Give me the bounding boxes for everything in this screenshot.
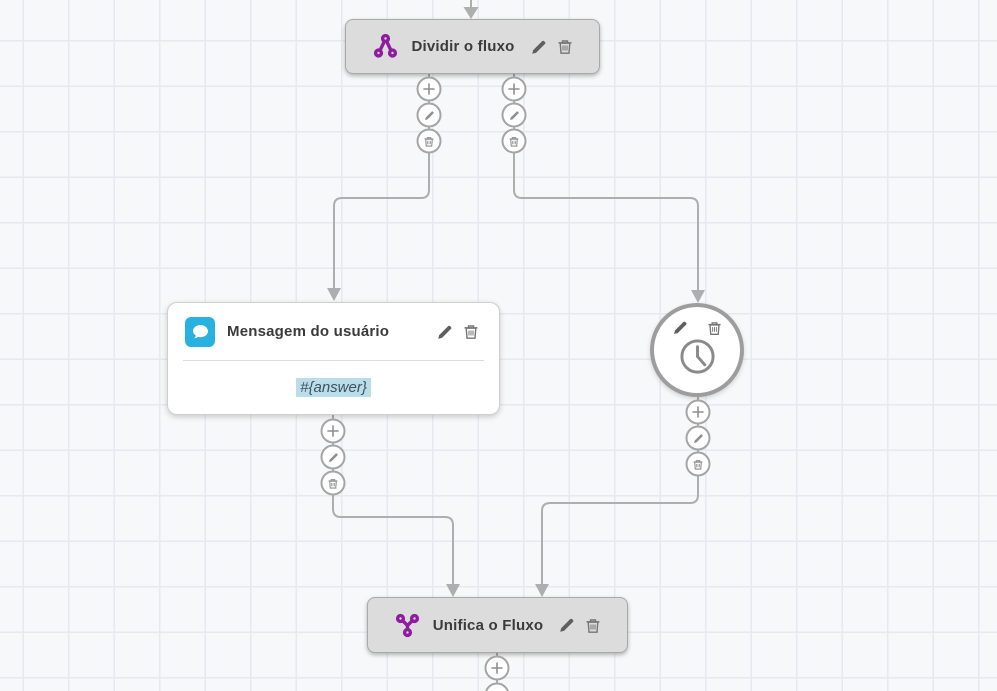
pencil-icon: [558, 616, 576, 634]
add-connection-button[interactable]: [416, 76, 442, 102]
pencil-icon: [530, 38, 548, 56]
connector-message-to-merge: [332, 415, 460, 597]
edit-node-button[interactable]: [672, 319, 689, 336]
delete-connection-button[interactable]: [320, 470, 346, 496]
trash-icon: [509, 135, 520, 147]
plus-icon: [423, 83, 436, 96]
connector-incoming-top: [463, 0, 479, 19]
trash-icon: [707, 320, 722, 336]
trash-icon: [557, 38, 573, 55]
delete-node-button[interactable]: [585, 617, 601, 634]
delete-connection-button[interactable]: [685, 451, 711, 477]
connector-split-to-message: [327, 74, 430, 301]
delete-connection-button[interactable]: [501, 128, 527, 154]
node-actions: [672, 319, 722, 336]
add-connection-button[interactable]: [320, 418, 346, 444]
edit-connection-button[interactable]: [416, 102, 442, 128]
pencil-icon: [423, 109, 435, 121]
connector-wait-to-merge: [535, 397, 699, 597]
merge-flow-icon: [394, 612, 421, 639]
delete-connection-button[interactable]: [416, 128, 442, 154]
node-merge-flow[interactable]: Unifica o Fluxo: [367, 597, 628, 653]
trash-icon: [328, 477, 339, 489]
trash-icon: [463, 323, 479, 340]
plus-icon: [692, 406, 705, 419]
pencil-icon: [327, 451, 339, 463]
node-title: Unifica o Fluxo: [432, 616, 544, 634]
trash-icon: [424, 135, 435, 147]
add-connection-button[interactable]: [685, 399, 711, 425]
node-wait[interactable]: [650, 303, 744, 397]
pencil-icon: [436, 323, 454, 341]
trash-icon: [585, 617, 601, 634]
node-header: Mensagem do usuário: [168, 303, 499, 360]
trash-icon: [693, 458, 704, 470]
add-connection-button[interactable]: [484, 655, 510, 681]
edit-connection-button[interactable]: [685, 425, 711, 451]
node-title: Mensagem do usuário: [227, 323, 390, 340]
pencil-icon: [672, 319, 689, 336]
node-title: Dividir o fluxo: [411, 38, 515, 55]
delete-node-button[interactable]: [707, 320, 722, 336]
split-flow-icon: [372, 33, 399, 60]
edit-node-button[interactable]: [558, 616, 576, 634]
edit-connection-button[interactable]: [320, 444, 346, 470]
edit-node-button[interactable]: [530, 38, 548, 56]
node-divider: [183, 360, 484, 361]
node-user-message[interactable]: Mensagem do usuário #{answer}: [167, 302, 500, 415]
edit-connection-button[interactable]: [501, 102, 527, 128]
edit-connection-button[interactable]: [484, 682, 510, 691]
pencil-icon: [508, 109, 520, 121]
pencil-icon: [692, 432, 704, 444]
plus-icon: [491, 662, 504, 675]
edit-node-button[interactable]: [436, 323, 454, 341]
add-connection-button[interactable]: [501, 76, 527, 102]
node-split-flow[interactable]: Dividir o fluxo: [345, 19, 600, 74]
plus-icon: [508, 83, 521, 96]
delete-node-button[interactable]: [557, 38, 573, 55]
chat-bubble-icon: [185, 316, 215, 347]
clock-icon: [678, 337, 717, 376]
connector-split-to-wait: [513, 74, 705, 303]
plus-icon: [327, 425, 340, 438]
variable-chip[interactable]: #{answer}: [296, 378, 371, 397]
node-body: #{answer}: [168, 361, 499, 414]
delete-node-button[interactable]: [463, 323, 479, 340]
